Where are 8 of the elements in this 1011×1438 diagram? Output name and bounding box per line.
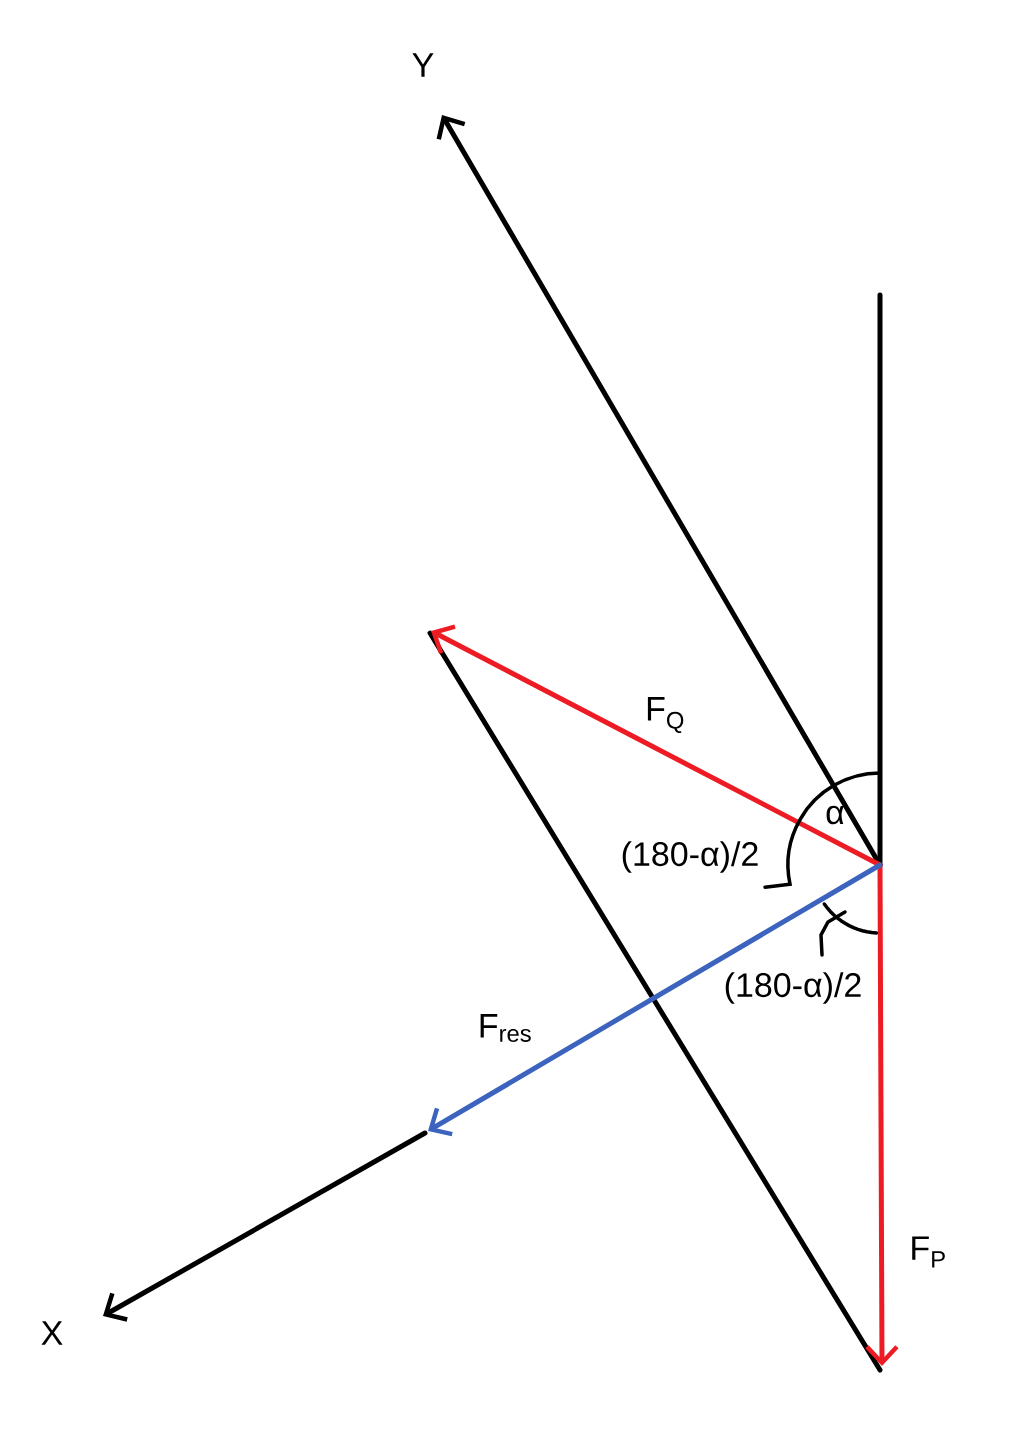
force-label: F$_{Q}$ xyxy=(647,697,684,733)
angle-label: α xyxy=(826,805,844,825)
force-label: F$_{P}$ xyxy=(912,1236,945,1268)
axis-label: Y xyxy=(412,53,434,77)
force-label: F$_{res}$ xyxy=(480,1014,531,1042)
angle-label: (180-α)/2 xyxy=(622,841,758,873)
angle-label: (180-α)/2 xyxy=(725,972,861,1004)
axis-label: X xyxy=(41,1321,63,1345)
